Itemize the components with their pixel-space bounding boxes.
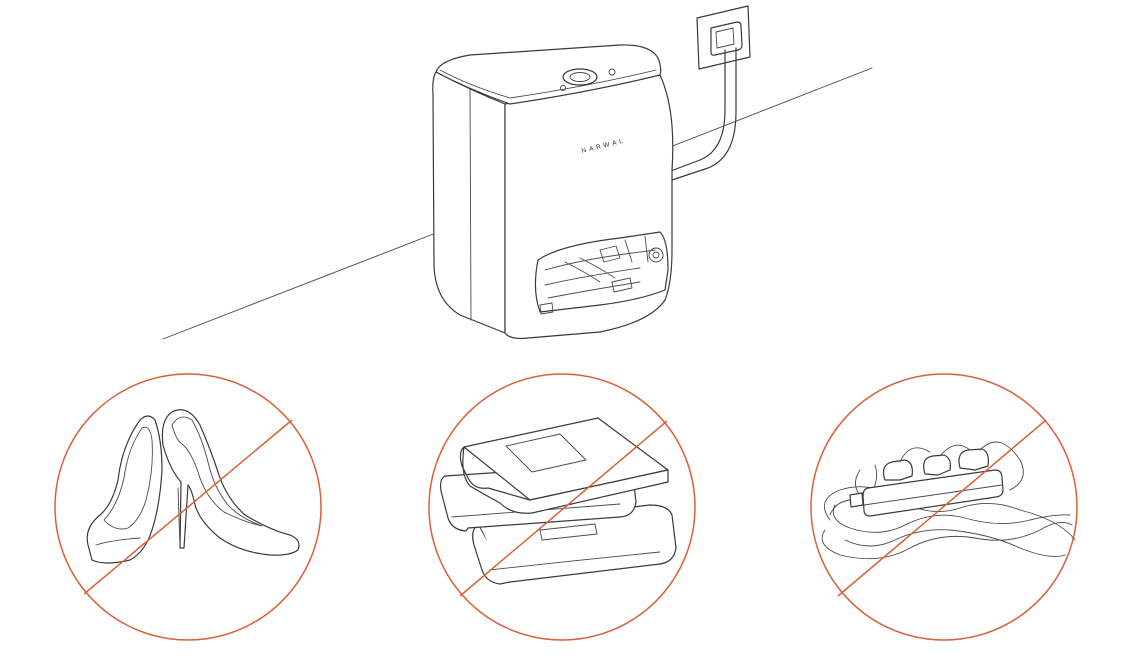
books-icon (439, 417, 677, 585)
wall-floor-line (162, 67, 873, 340)
power-cable (667, 47, 737, 181)
prohibition-circle (54, 373, 322, 641)
high-heels-icon (86, 409, 300, 564)
prohibition-slash (837, 419, 1047, 597)
prohibition-slash (459, 420, 668, 597)
wall-outlet-icon (696, 5, 751, 70)
prohibition-circle (428, 373, 696, 641)
prohibition-slash (83, 419, 293, 595)
prohibition-circle (810, 373, 1078, 641)
prohibited-item-books (428, 373, 696, 641)
prohibited-item-high-heels (54, 373, 322, 641)
power-strip-icon (821, 441, 1076, 560)
base-station-icon: NARWAL (432, 44, 674, 340)
prohibited-item-power-strip (810, 373, 1078, 641)
